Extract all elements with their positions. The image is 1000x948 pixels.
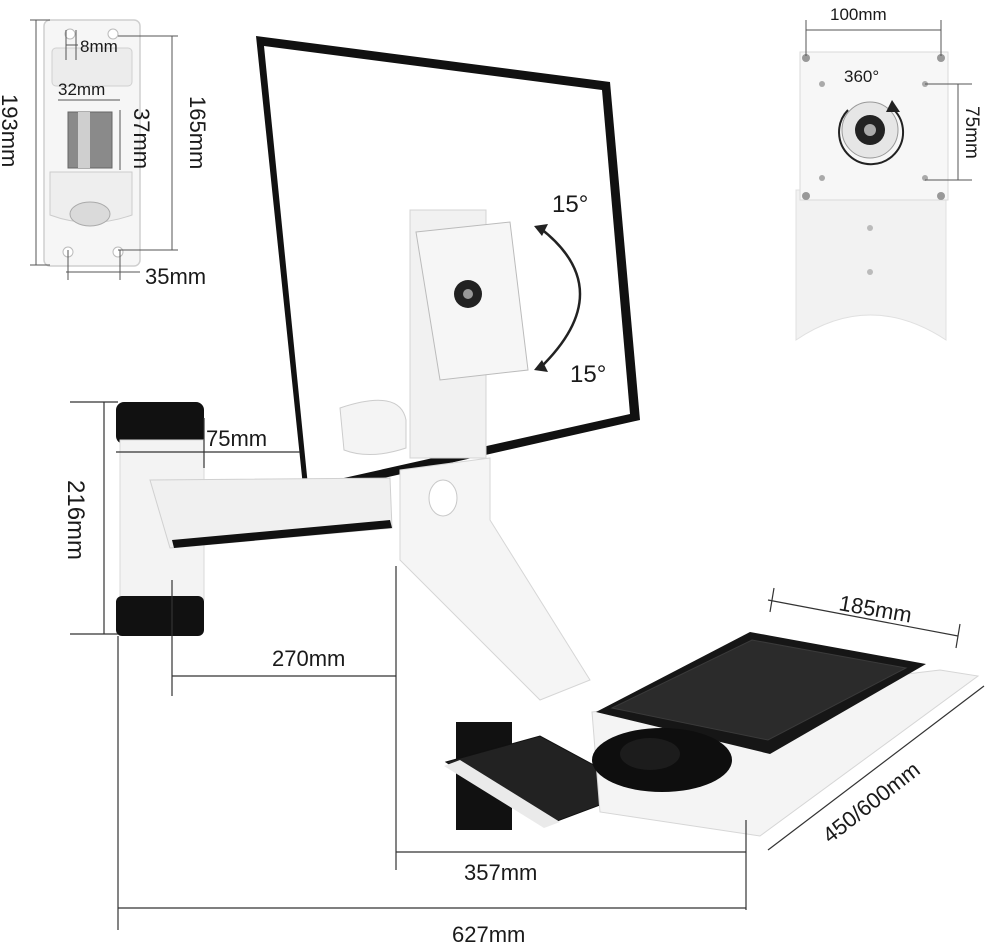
dim-arm-height: 216mm	[62, 480, 89, 560]
vesa-hole-3	[802, 192, 810, 200]
mouse	[620, 738, 680, 770]
tilt-arrow-icon	[539, 227, 582, 369]
vesa-detail: 100mm 360° 75mm	[795, 5, 982, 341]
dim-vesa-width: 100mm	[830, 5, 887, 24]
plate-hole-center	[69, 201, 111, 227]
dim-total-reach: 627mm	[452, 922, 525, 947]
dim-arm-depth: 75mm	[206, 426, 267, 451]
plate-slot-highlight	[78, 112, 90, 168]
vesa-pivot-bolt	[864, 124, 876, 136]
tray-upright	[399, 457, 591, 701]
dim-tray-reach: 357mm	[464, 860, 537, 885]
dim-keyboard-depth: 185mm	[837, 590, 914, 627]
vesa-hole-2	[937, 54, 945, 62]
dim-plate-hole-spacing: 165mm	[185, 96, 210, 169]
vesa-hole-5	[819, 81, 825, 87]
dim-plate-slot-width: 32mm	[58, 80, 105, 99]
dim-arm-reach: 270mm	[272, 646, 345, 671]
arm-accent	[172, 520, 392, 548]
monitor: 15° 15°	[256, 36, 640, 496]
keyboard-keys	[610, 639, 908, 741]
vesa-slot-1	[867, 225, 873, 231]
dim-tilt-down: 15°	[570, 361, 606, 388]
dim-rotation: 360°	[844, 67, 879, 86]
arm-cap-top	[116, 402, 204, 444]
vesa-bracket-tail	[795, 189, 947, 341]
arm-joint	[339, 399, 407, 456]
tray-stand	[399, 457, 980, 837]
tilt-arrow-head-top	[534, 224, 548, 236]
rotation-arrow-head	[886, 100, 900, 112]
dim-plate-bottom-gap: 35mm	[145, 264, 206, 289]
rotation-arrow-icon	[838, 107, 905, 166]
plate-clamp-top	[51, 47, 133, 87]
stand-pivot-bolt	[463, 289, 473, 299]
plate-hole-top-left	[64, 28, 76, 40]
vesa-hole-7	[819, 175, 825, 181]
vesa-slot-2	[867, 269, 873, 275]
dim-tilt-up: 15°	[552, 191, 588, 218]
dim-vesa-height: 75mm	[961, 106, 982, 159]
vesa-hole-4	[937, 192, 945, 200]
plate-hole-bottom-right	[112, 246, 124, 258]
wall-arm	[116, 399, 407, 636]
tray-upright-hole	[428, 479, 458, 517]
plate-hole-top-right	[107, 28, 119, 40]
vesa-hole-1	[802, 54, 810, 62]
tilt-arrow-head-bottom	[534, 360, 548, 372]
dim-plate-hole-gap: 8mm	[80, 37, 118, 56]
arm-cap-bottom	[116, 596, 204, 636]
dim-plate-slot-height: 37mm	[129, 108, 154, 169]
mouse-tray-lip	[444, 760, 560, 828]
wall-plate-detail: 8mm 32mm 37mm 165mm 193mm 35mm	[0, 19, 210, 289]
dim-plate-total-height: 193mm	[0, 94, 22, 167]
